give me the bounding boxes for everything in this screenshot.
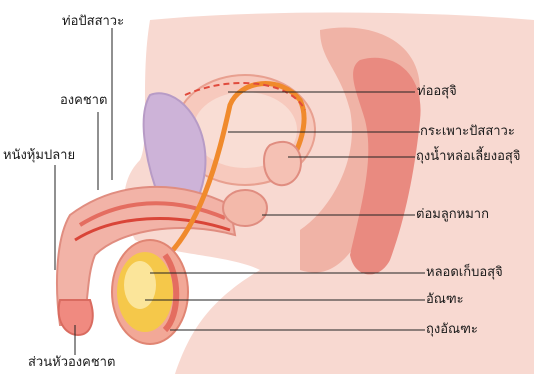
testis-highlight — [124, 261, 156, 309]
label-scrotum: ถุงอัณฑะ — [426, 322, 478, 337]
label-testis: อัณฑะ — [426, 292, 464, 307]
seminal-vesicle-shape — [264, 142, 301, 185]
label-prostate: ต่อมลูกหมาก — [416, 207, 489, 222]
label-foreskin: หนังหุ้มปลาย — [3, 148, 75, 163]
label-vas-deferens: ท่ออสุจิ — [417, 84, 457, 99]
glans-shape — [59, 300, 93, 335]
label-seminal-vesicle: ถุงน้ำหล่อเลี้ยงอสุจิ — [416, 149, 520, 164]
label-bladder: กระเพาะปัสสาวะ — [420, 124, 515, 139]
prostate-shape — [223, 190, 267, 226]
label-penis: องคชาต — [60, 93, 107, 108]
label-epididymis: หลอดเก็บอสุจิ — [426, 265, 503, 280]
label-urethra: ท่อปัสสาวะ — [62, 14, 124, 29]
label-glans: ส่วนหัวองคชาต — [28, 355, 115, 370]
